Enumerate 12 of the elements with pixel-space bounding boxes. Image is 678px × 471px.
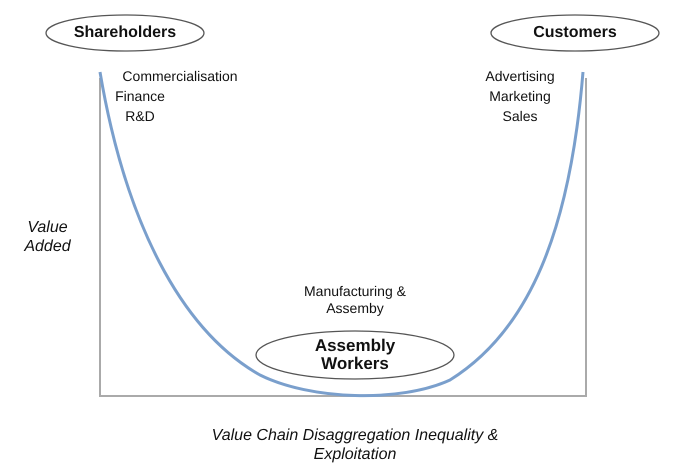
axis-label: Value Added — [22, 218, 72, 256]
activity-label: Marketing — [488, 88, 552, 105]
activity-label: Sales — [501, 108, 539, 125]
activity-label: Finance — [114, 88, 166, 105]
activity-label: Manufacturing & Assemby — [303, 283, 407, 317]
caption: Value Chain Disaggregation Inequality & Exploitation — [210, 426, 500, 464]
ellipse-node: Customers — [490, 14, 660, 52]
activity-label: R&D — [124, 108, 156, 125]
ellipse-node: Assembly Workers — [255, 330, 455, 380]
activity-label: Commercialisation — [121, 68, 239, 85]
activity-label: Advertising — [484, 68, 556, 85]
ellipse-node: Shareholders — [45, 14, 205, 52]
